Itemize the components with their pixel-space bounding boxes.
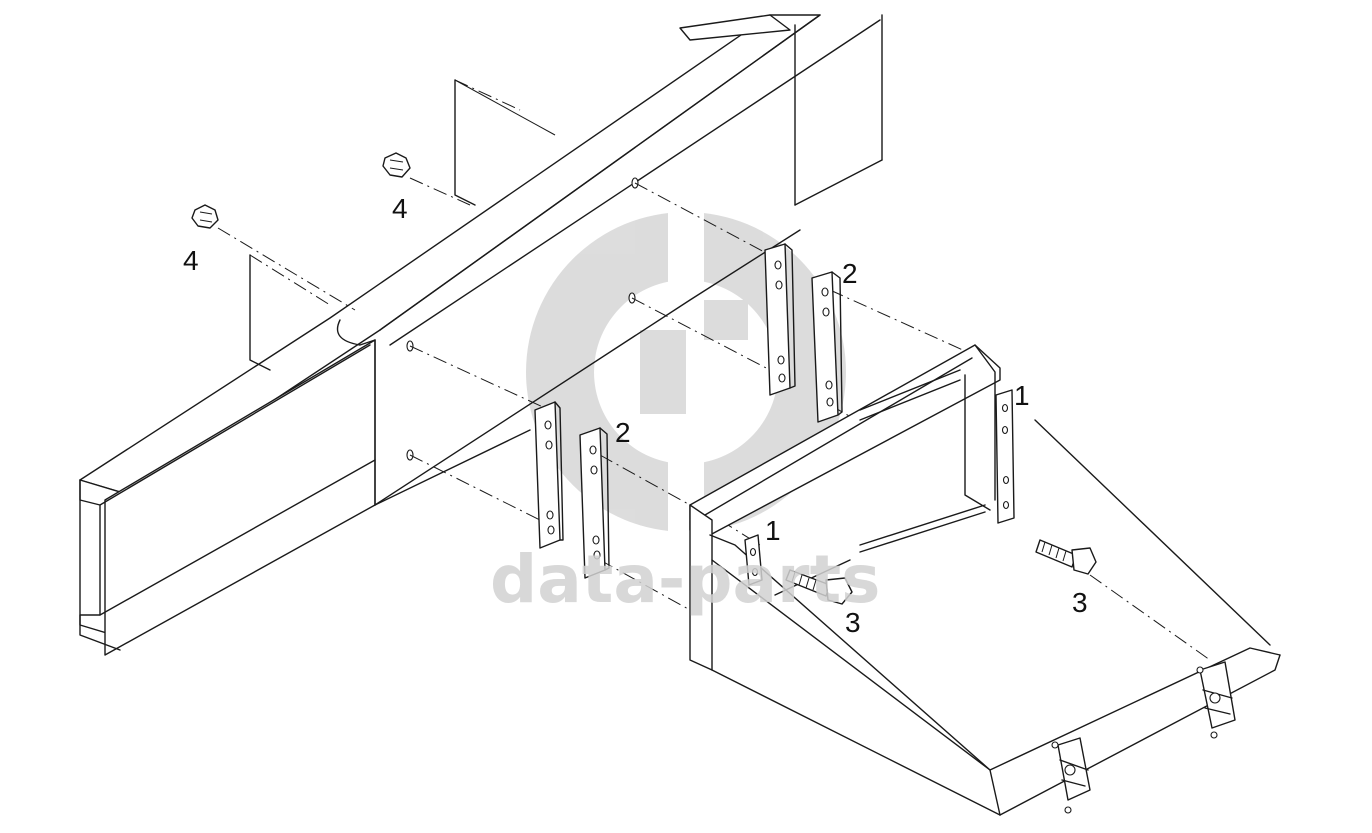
latch-right bbox=[1196, 661, 1236, 739]
callout-2-upper: 2 bbox=[842, 258, 858, 289]
callout-4-right: 4 bbox=[392, 193, 408, 224]
clip-nut-left bbox=[191, 204, 219, 229]
callout-4-left: 4 bbox=[183, 245, 199, 276]
spacer-plate-pair-lower bbox=[534, 401, 610, 579]
callout-3-lower: 3 bbox=[845, 607, 861, 638]
battery-tray bbox=[689, 344, 1281, 816]
bolt-lower bbox=[785, 569, 853, 605]
callout-2-lower: 2 bbox=[615, 417, 631, 448]
watermark-logo bbox=[526, 200, 846, 540]
frame-rail bbox=[79, 14, 883, 656]
callout-1-upper: 1 bbox=[1014, 380, 1030, 411]
spacer-plate-pair-upper bbox=[764, 243, 843, 423]
callout-1-lower: 1 bbox=[765, 515, 781, 546]
callout-labels: 1 1 2 2 3 3 4 4 bbox=[183, 193, 1088, 638]
bolt-upper bbox=[1035, 539, 1097, 575]
latch-left bbox=[1051, 737, 1091, 814]
clip-nut-right bbox=[382, 152, 411, 178]
callout-3-upper: 3 bbox=[1072, 587, 1088, 618]
assembly-centerlines bbox=[217, 177, 1211, 661]
watermark-text: data-parts bbox=[490, 541, 880, 618]
